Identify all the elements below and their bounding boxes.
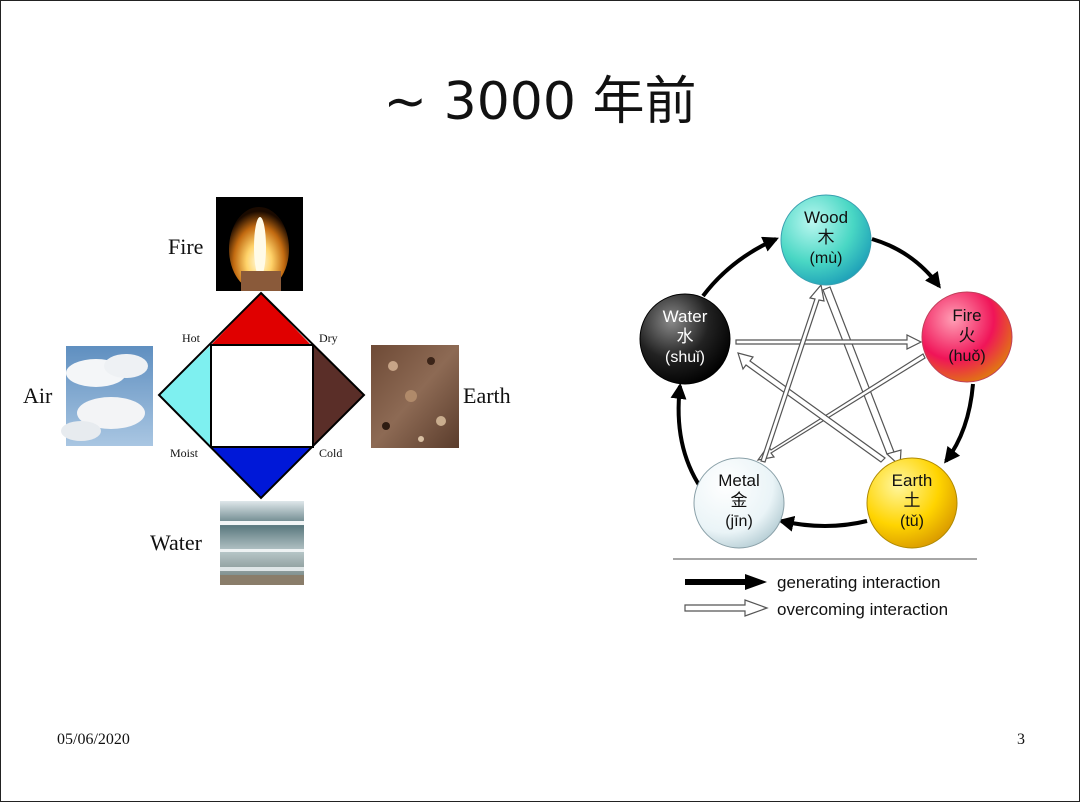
fire-label: Fire: [168, 234, 203, 259]
svg-text:Earth: Earth: [892, 471, 933, 490]
svg-text:(shuǐ): (shuǐ): [665, 349, 705, 366]
overcoming-legend-arrow: [685, 600, 767, 616]
svg-text:(mù): (mù): [810, 250, 843, 267]
svg-text:Metal: Metal: [718, 471, 760, 490]
earth-label: Earth: [463, 383, 511, 408]
air-triangle: [159, 345, 211, 447]
overcoming-arrows: [736, 285, 925, 466]
fire-triangle: [211, 293, 311, 345]
wu-xing-diagram: Wood 木 (mù) Fire 火 (huǒ) Earth 土 (tǔ) Me…: [640, 195, 1012, 619]
svg-text:(huǒ): (huǒ): [948, 348, 985, 365]
dry-label: Dry: [319, 331, 338, 345]
four-elements-diagram: Fire Air Earth Water Hot Dry Moist Cold: [23, 197, 511, 585]
wood-node: Wood 木 (mù): [781, 195, 871, 285]
water-label: Water: [150, 530, 203, 555]
slide-date: 05/06/2020: [57, 731, 130, 749]
svg-text:水: 水: [677, 327, 694, 347]
quality-square: [211, 345, 313, 447]
svg-text:Wood: Wood: [804, 208, 848, 227]
air-photo: [61, 346, 153, 446]
cold-label: Cold: [319, 446, 342, 460]
water-triangle: [211, 447, 311, 498]
water-node: Water 水 (shuǐ): [640, 294, 730, 384]
generating-legend-label: generating interaction: [777, 573, 941, 592]
svg-text:金: 金: [731, 491, 748, 511]
svg-text:土: 土: [904, 491, 921, 511]
generating-legend-arrow: [685, 574, 767, 590]
wu-xing-legend: generating interaction overcoming intera…: [673, 559, 977, 619]
air-label: Air: [23, 383, 53, 408]
hot-label: Hot: [182, 331, 201, 345]
fire-node: Fire 火 (huǒ): [922, 292, 1012, 382]
earth-node: Earth 土 (tǔ): [867, 458, 957, 548]
svg-text:(tǔ): (tǔ): [900, 513, 924, 530]
svg-text:Water: Water: [663, 307, 708, 326]
svg-text:火: 火: [959, 326, 976, 346]
svg-text:木: 木: [818, 228, 835, 248]
earth-photo: [371, 345, 459, 448]
overcoming-legend-label: overcoming interaction: [777, 600, 948, 619]
slide-page-number: 3: [1017, 731, 1025, 749]
fire-photo: [216, 197, 303, 291]
moist-label: Moist: [170, 446, 199, 460]
svg-text:Fire: Fire: [952, 306, 981, 325]
earth-triangle: [313, 345, 364, 447]
svg-text:(jīn): (jīn): [725, 513, 753, 530]
water-photo: [220, 501, 304, 585]
metal-node: Metal 金 (jīn): [694, 458, 784, 548]
